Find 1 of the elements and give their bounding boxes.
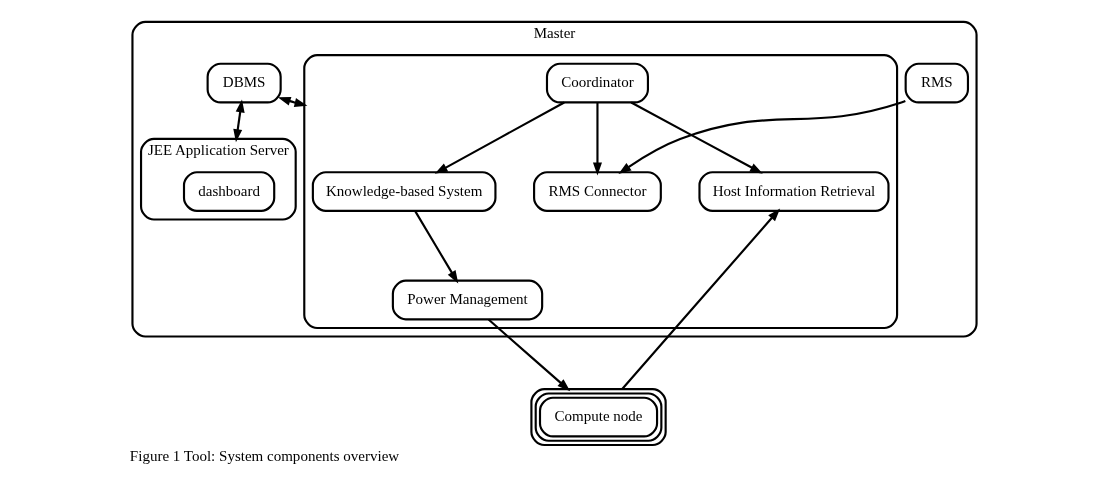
caption: Figure 1 Tool: System components overview [129,447,399,464]
